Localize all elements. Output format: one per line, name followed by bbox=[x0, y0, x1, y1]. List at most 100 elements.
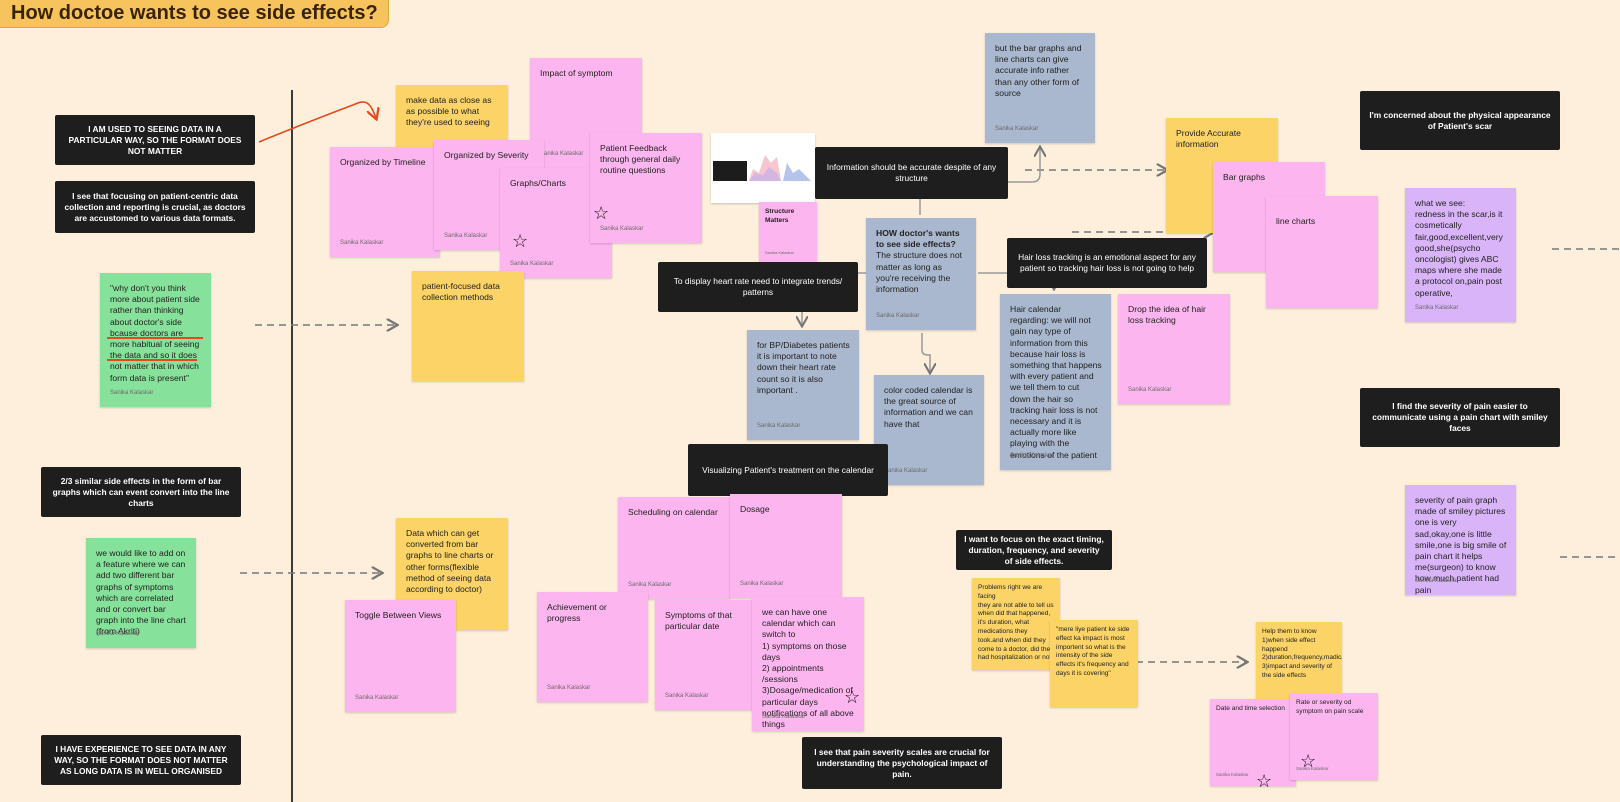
note-author: Sanika Kalaskar bbox=[1415, 577, 1459, 584]
chart-thumbnail-graphic bbox=[713, 155, 811, 181]
note-text: Structure Matters bbox=[765, 208, 795, 224]
sticky-note-help-them[interactable]: Help them to know 1)when side effect hap… bbox=[1256, 622, 1342, 700]
star-stamp-icon: ☆ bbox=[512, 231, 529, 251]
note-author: Sanika Kalaskar bbox=[876, 312, 920, 319]
dark-note-bar-graphs-convert[interactable]: 2/3 similar side effects in the form of … bbox=[41, 467, 241, 517]
note-author: Sanika Kalaskar bbox=[765, 250, 794, 256]
dark-note-used-to-seeing[interactable]: I AM USED TO SEEING DATA IN A PARTICULAR… bbox=[55, 115, 255, 165]
note-text: we would like to add on a feature where … bbox=[96, 548, 186, 637]
sticky-note-rate-severity[interactable]: Rate or severity od symptom on pain scal… bbox=[1290, 693, 1378, 780]
red-underline bbox=[107, 359, 197, 361]
star-stamp-icon: ☆ bbox=[1300, 751, 1317, 771]
chart-thumbnail-image[interactable] bbox=[711, 133, 815, 203]
dark-note-smiley-faces[interactable]: I find the severity of pain easier to co… bbox=[1360, 388, 1560, 447]
note-text: patient-focused data collection methods bbox=[422, 281, 500, 303]
note-text: Bar graphs bbox=[1223, 172, 1266, 182]
note-author: Sanika Kalaskar bbox=[1010, 452, 1054, 459]
sticky-note-drop-hair[interactable]: Drop the idea of hair loss tracking Sani… bbox=[1118, 294, 1230, 404]
dark-note-patient-centric[interactable]: I see that focusing on patient-centric d… bbox=[55, 181, 255, 233]
dark-note-info-accurate[interactable]: Information should be accurate despite o… bbox=[815, 147, 1008, 199]
sticky-note-how-doctors[interactable]: HOW doctor's wants to see side effects? … bbox=[866, 218, 976, 330]
sticky-note-hair-calendar[interactable]: Hair calendar regarding: we will not gai… bbox=[1000, 294, 1111, 470]
sticky-note-patient-side[interactable]: "why don't you think more about patient … bbox=[100, 273, 211, 407]
note-author: Sanika Kalaskar bbox=[540, 150, 584, 157]
connector-how-to-calendar bbox=[921, 333, 930, 372]
note-text: Graphs/Charts bbox=[510, 178, 566, 188]
sticky-note-org-timeline[interactable]: Organized by Timeline Sanika Kalaskar bbox=[330, 147, 440, 257]
note-author: Sanika Kalaskar bbox=[665, 692, 709, 699]
note-text: line charts bbox=[1276, 216, 1316, 226]
note-author: Sanika Kalaskar bbox=[1216, 772, 1249, 778]
sticky-note-impact-symptom[interactable]: Impact of symptom Sanika Kalaskar bbox=[530, 58, 642, 168]
note-text: for BP/Diabetes patients it is important… bbox=[757, 340, 850, 395]
note-text: Achievement or progress bbox=[547, 602, 607, 624]
dark-note-visualizing[interactable]: Visualizing Patient's treatment on the c… bbox=[688, 444, 888, 496]
dark-note-heart-rate[interactable]: To display heart rate need to integrate … bbox=[658, 262, 858, 312]
note-author: Sanika Kalaskar bbox=[96, 630, 140, 637]
note-text: Dosage bbox=[740, 504, 770, 514]
sticky-note-structure-matters[interactable]: Structure Matters Sanika Kalaskar bbox=[759, 202, 817, 262]
note-author: Sanika Kalaskar bbox=[762, 713, 806, 720]
board-title[interactable]: How doctoe wants to see side effects? bbox=[0, 0, 389, 28]
sticky-note-bar-line-accurate[interactable]: but the bar graphs and line charts can g… bbox=[985, 33, 1095, 143]
sticky-note-severity-pain-graph[interactable]: severity of pain graph made of smiley pi… bbox=[1405, 485, 1516, 595]
dark-note-hair-emotional[interactable]: Hair loss tracking is an emotional aspec… bbox=[1007, 238, 1207, 288]
note-text: "why don't you think more about patient … bbox=[110, 283, 200, 383]
note-author: Sanika Kalaskar bbox=[355, 694, 399, 701]
note-text: Scheduling on calendar bbox=[628, 507, 718, 517]
note-text: Symptoms of that particular date bbox=[665, 610, 732, 632]
note-text: we can have one calendar which can switc… bbox=[762, 607, 854, 730]
sticky-note-line-charts[interactable]: line charts bbox=[1266, 196, 1378, 308]
sticky-note-problems-right[interactable]: Problems right we are facing they are no… bbox=[972, 578, 1060, 670]
note-author: Sanika Kalaskar bbox=[628, 581, 672, 588]
sticky-note-dosage[interactable]: Dosage Sanika Kalaskar bbox=[730, 494, 842, 598]
dark-note-physical-scar[interactable]: I'm concerned about the physical appeara… bbox=[1360, 91, 1560, 150]
note-author: Sanika Kalaskar bbox=[1296, 766, 1329, 772]
dark-note-exact-timing[interactable]: I want to focus on the exact timing, dur… bbox=[956, 530, 1112, 570]
note-author: Sanika Kalaskar bbox=[757, 422, 801, 429]
note-text: Provide Accurate information bbox=[1176, 128, 1241, 150]
red-arrow bbox=[258, 101, 376, 143]
star-stamp-icon: ☆ bbox=[844, 687, 861, 707]
note-author: Sanika Kalaskar bbox=[740, 580, 784, 587]
sticky-note-toggle-views[interactable]: Toggle Between Views Sanika Kalaskar bbox=[345, 600, 456, 712]
note-text: Date and time selection bbox=[1216, 705, 1285, 712]
sticky-note-what-we-see[interactable]: what we see: redness in the scar,is it c… bbox=[1405, 188, 1516, 322]
sticky-note-bp-diabetes[interactable]: for BP/Diabetes patients it is important… bbox=[747, 330, 859, 440]
note-author: Sanika Kalaskar bbox=[547, 684, 591, 691]
note-author: Sanika Kalaskar bbox=[1128, 386, 1172, 393]
sticky-note-achievement[interactable]: Achievement or progress Sanika Kalaskar bbox=[537, 592, 648, 702]
sticky-note-symptoms-date[interactable]: Symptoms of that particular date Sanika … bbox=[655, 600, 767, 710]
dark-note-pain-scales[interactable]: I see that pain severity scales are cruc… bbox=[802, 737, 1002, 789]
note-text: Rate or severity od symptom on pain scal… bbox=[1296, 699, 1364, 715]
note-text: Organized by Timeline bbox=[340, 157, 426, 167]
sticky-note-one-calendar[interactable]: we can have one calendar which can switc… bbox=[752, 597, 864, 731]
sticky-note-patient-feedback[interactable]: Patient Feedback through general daily r… bbox=[590, 133, 702, 243]
note-author: Sanika Kalaskar bbox=[340, 239, 384, 246]
star-stamp-icon: ☆ bbox=[1256, 771, 1273, 791]
dark-note-experience[interactable]: I HAVE EXPERIENCE TO SEE DATA IN ANY WAY… bbox=[41, 735, 241, 785]
note-text: Help them to know 1)when side effect hap… bbox=[1262, 628, 1342, 679]
sticky-note-date-time[interactable]: Date and time selection Sanika Kalaskar bbox=[1210, 699, 1296, 786]
note-author: Sanika Kalaskar bbox=[510, 260, 554, 267]
sticky-note-color-calendar[interactable]: color coded calendar is the great source… bbox=[874, 375, 984, 485]
note-text: Hair calendar regarding: we will not gai… bbox=[1010, 304, 1102, 460]
note-text: but the bar graphs and line charts can g… bbox=[995, 43, 1082, 98]
sticky-note-two-bar-graphs[interactable]: we would like to add on a feature where … bbox=[86, 538, 196, 648]
note-author: Sanika Kalaskar bbox=[1415, 304, 1459, 311]
note-author: Sanika Kalaskar bbox=[110, 389, 154, 396]
note-text: Impact of symptom bbox=[540, 68, 613, 78]
sticky-note-scheduling[interactable]: Scheduling on calendar Sanika Kalaskar bbox=[618, 497, 730, 599]
note-text: The structure does not matter as long as… bbox=[876, 250, 962, 295]
note-author: Sanika Kalaskar bbox=[884, 467, 928, 474]
divider-line bbox=[291, 90, 293, 802]
note-text: Toggle Between Views bbox=[355, 610, 442, 620]
note-text: make data as close as as possible to wha… bbox=[406, 95, 492, 128]
note-title: HOW doctor's wants to see side effects? bbox=[876, 228, 960, 250]
note-text: Problems right we are facing they are no… bbox=[978, 584, 1054, 662]
sticky-note-mere-liye[interactable]: "mere liye patient ke side effect ka imp… bbox=[1050, 620, 1138, 707]
note-author: Sanika Kalaskar bbox=[444, 232, 488, 239]
note-text: what we see: redness in the scar,is it c… bbox=[1415, 198, 1503, 298]
sticky-note-patient-focused[interactable]: patient-focused data collection methods bbox=[412, 271, 524, 381]
